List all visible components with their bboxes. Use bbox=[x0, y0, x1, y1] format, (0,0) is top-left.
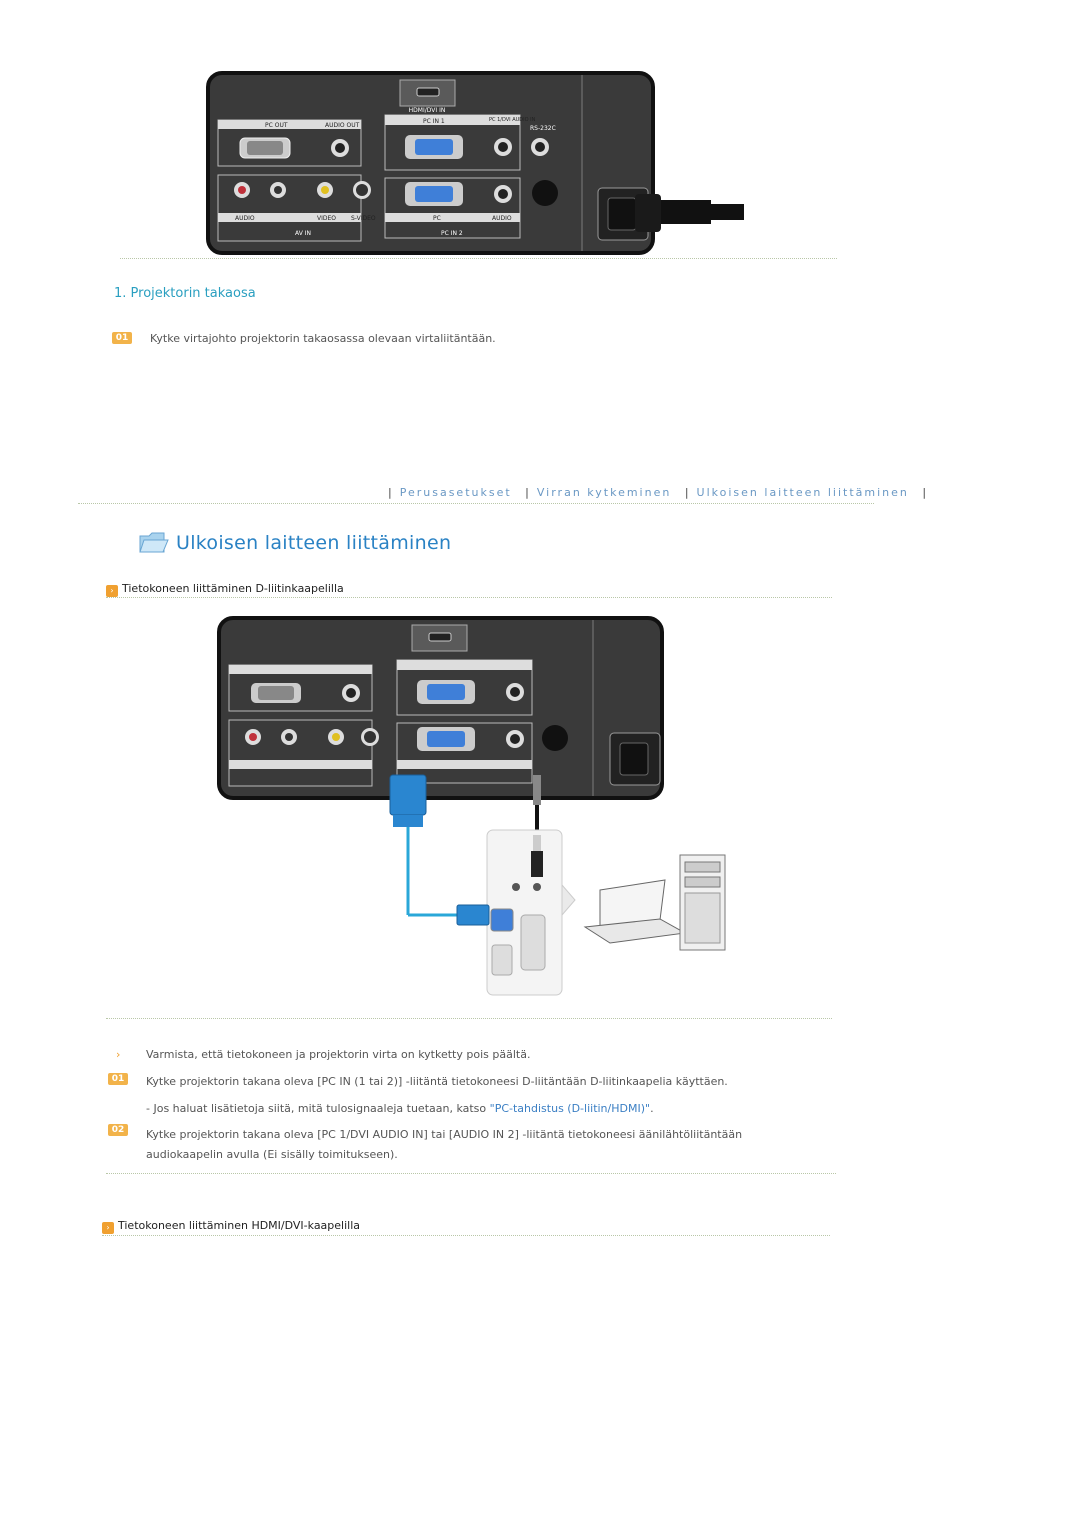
breadcrumb-link-virran-kytkeminen[interactable]: Virran kytkeminen bbox=[536, 486, 672, 499]
step-text-audio-line1: Kytke projektorin takana oleva [PC 1/DVI… bbox=[146, 1128, 743, 1141]
chevron-right-icon: › bbox=[102, 1222, 114, 1234]
section-heading-d-cable-text: Tietokoneen liittäminen D-liitinkaapelil… bbox=[122, 582, 344, 595]
section-heading-hdmi-text: Tietokoneen liittäminen HDMI/DVI-kaapeli… bbox=[118, 1219, 361, 1232]
step-text-power: Kytke virtajohto projektorin takaosassa … bbox=[150, 332, 496, 345]
divider-breadcrumb bbox=[78, 503, 874, 504]
pc-in-2-label: PC IN 2 bbox=[441, 230, 463, 237]
pc-connection-diagram bbox=[217, 616, 726, 996]
step-text-d-cable: Kytke projektorin takana oleva [PC IN (1… bbox=[146, 1075, 728, 1088]
breadcrumb-link-perusasetukset[interactable]: Perusasetukset bbox=[399, 486, 512, 499]
note-power-off: Varmista, että tietokoneen ja projektori… bbox=[146, 1048, 531, 1061]
av-in-label: AV IN bbox=[295, 230, 311, 237]
hdmi-label: HDMI/DVI IN bbox=[409, 107, 446, 114]
breadcrumb-link-ulkoisen-laitteen-liittaminen[interactable]: Ulkoisen laitteen liittäminen bbox=[696, 486, 909, 499]
pc-in-1-label: PC IN 1 bbox=[423, 118, 445, 125]
pc1-dvi-audio-in-label: PC 1/DVI AUDIO IN bbox=[489, 117, 536, 123]
audio-out-label: AUDIO OUT bbox=[325, 122, 360, 129]
step-sub-suffix: . bbox=[650, 1102, 654, 1115]
divider-instructions bbox=[106, 1173, 836, 1174]
video-label: VIDEO bbox=[317, 215, 336, 222]
pc-out-label: PC OUT bbox=[265, 122, 288, 129]
step-text-audio-line2: audiokaapelin avulla (Ei sisälly toimitu… bbox=[146, 1148, 398, 1161]
step-sub-note: - Jos haluat lisätietoja siitä, mitä tul… bbox=[146, 1102, 654, 1115]
page-title: Ulkoisen laitteen liittäminen bbox=[176, 532, 452, 554]
chevron-right-icon: › bbox=[116, 1048, 121, 1061]
section-heading-d-cable: › Tietokoneen liittäminen D-liitinkaapeli… bbox=[106, 582, 344, 597]
divider-figure2 bbox=[106, 1018, 832, 1019]
pc-timing-link[interactable]: "PC-tahdistus (D-liitin/HDMI)" bbox=[489, 1102, 651, 1115]
s-video-label: S-VIDEO bbox=[351, 215, 376, 222]
step-badge-01: 01 bbox=[112, 332, 132, 344]
pc-label: PC bbox=[433, 215, 441, 222]
divider-top bbox=[120, 258, 837, 259]
breadcrumb: |Perusasetukset |Virran kytkeminen |Ulko… bbox=[388, 486, 927, 499]
audio-label: AUDIO bbox=[492, 215, 512, 222]
audio-lr-label: AUDIO bbox=[235, 215, 255, 222]
section-heading-hdmi: › Tietokoneen liittäminen HDMI/DVI-kaapel… bbox=[102, 1219, 360, 1234]
rs232c-label: RS-232C bbox=[530, 125, 556, 132]
chevron-right-icon: › bbox=[106, 585, 118, 597]
step-badge-02: 02 bbox=[108, 1124, 128, 1136]
step-badge-01: 01 bbox=[108, 1073, 128, 1085]
projector-rear-panel-figure: HDMI/DVI IN PC OUT AUDIO OUT AUDIO VIDEO… bbox=[206, 71, 744, 255]
step-sub-prefix: - Jos haluat lisätietoja siitä, mitä tul… bbox=[146, 1102, 490, 1115]
divider-section1 bbox=[106, 597, 832, 598]
divider-section2 bbox=[102, 1235, 830, 1236]
folder-icon bbox=[139, 532, 169, 553]
figure-caption: 1. Projektorin takaosa bbox=[114, 286, 256, 301]
